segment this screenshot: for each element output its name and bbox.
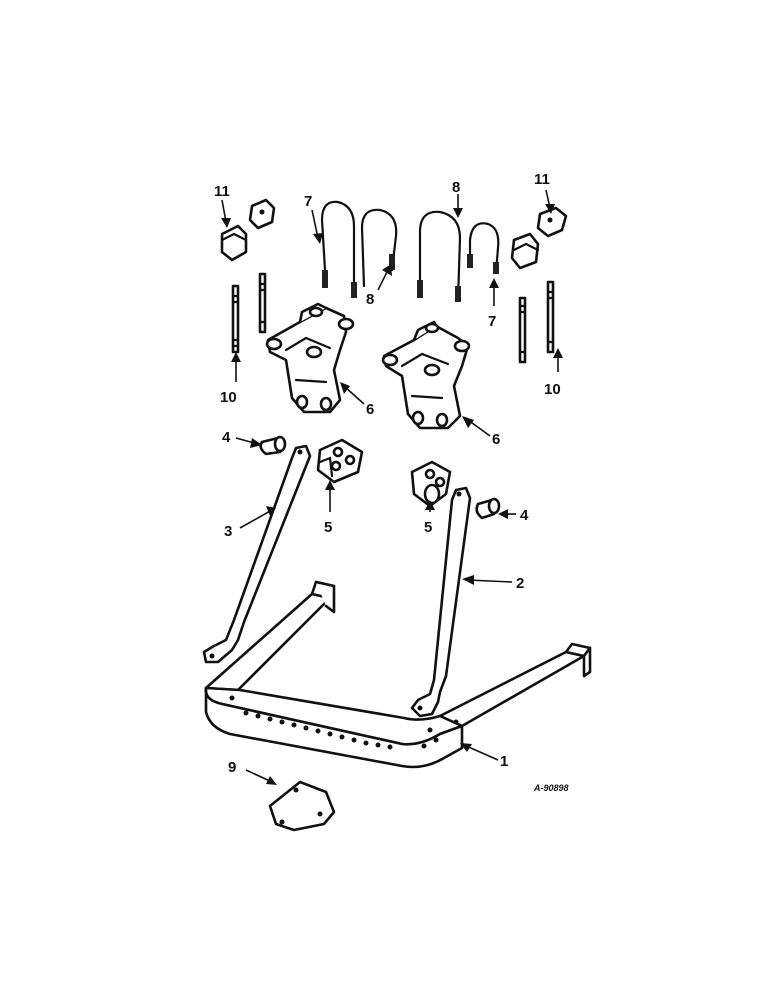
callout-1-number: 1 <box>500 753 508 770</box>
callout-5-right: 5 <box>424 500 435 536</box>
callout-4-left: 4 <box>222 429 262 448</box>
part-7-u-bolt-left <box>320 200 357 298</box>
callout-10-left: 10 <box>220 352 241 406</box>
callout-2: 2 <box>462 575 524 592</box>
callout-1: 1 <box>460 743 508 770</box>
part-3-left-brace <box>202 444 312 664</box>
callout-3-number: 3 <box>224 523 232 540</box>
callout-4-right: 4 <box>498 507 529 524</box>
callout-5-right-number: 5 <box>424 519 432 536</box>
callout-6-left: 6 <box>340 382 374 418</box>
part-2-right-brace <box>410 486 472 718</box>
part-8-u-bolt-left <box>360 208 398 288</box>
part-10-studs <box>231 272 555 364</box>
callout-6-left-number: 6 <box>366 401 374 418</box>
callout-10-right: 10 <box>544 348 563 398</box>
callout-7-right-number: 7 <box>488 313 496 330</box>
callout-6-right-number: 6 <box>492 431 500 448</box>
part-1-frame <box>204 580 592 769</box>
callout-6-right: 6 <box>462 416 500 448</box>
callout-4-right-number: 4 <box>520 507 529 524</box>
part-9-plate <box>268 780 336 832</box>
part-11-brackets <box>220 198 568 270</box>
reference-code: A-90898 <box>533 783 569 793</box>
callout-4-left-number: 4 <box>222 429 231 446</box>
callout-8-left-bottom-number: 8 <box>366 291 374 308</box>
callout-3: 3 <box>224 506 276 540</box>
part-4-pin-left <box>259 435 287 456</box>
part-7-u-bolt-right <box>467 222 500 274</box>
callout-11-left-number: 11 <box>214 183 230 200</box>
callout-8-left-top: 8 <box>452 179 463 218</box>
callout-11-right: 11 <box>534 171 555 214</box>
part-6-support-right <box>381 320 471 430</box>
callout-5-left: 5 <box>324 480 335 536</box>
callout-10-left-number: 10 <box>220 389 237 406</box>
callout-8-left-bottom: 8 <box>366 264 392 308</box>
callout-8-left-top-number: 8 <box>452 179 460 196</box>
part-5-clamp-left <box>316 438 364 484</box>
callout-10-right-number: 10 <box>544 381 561 398</box>
callout-7-right: 7 <box>488 278 499 330</box>
part-5-clamp-right <box>410 460 452 508</box>
callout-7-left-number: 7 <box>304 193 312 210</box>
callout-7-left: 7 <box>304 193 323 244</box>
callout-5-left-number: 5 <box>324 519 332 536</box>
part-6-support-left <box>265 302 355 414</box>
callout-11-left: 11 <box>214 183 231 228</box>
callout-9-number: 9 <box>228 759 236 776</box>
callout-11-right-number: 11 <box>534 171 550 188</box>
part-8-u-bolt-right <box>417 210 462 302</box>
callout-2-number: 2 <box>516 575 524 592</box>
part-4-pin-right <box>475 497 501 520</box>
callout-9: 9 <box>228 759 277 785</box>
